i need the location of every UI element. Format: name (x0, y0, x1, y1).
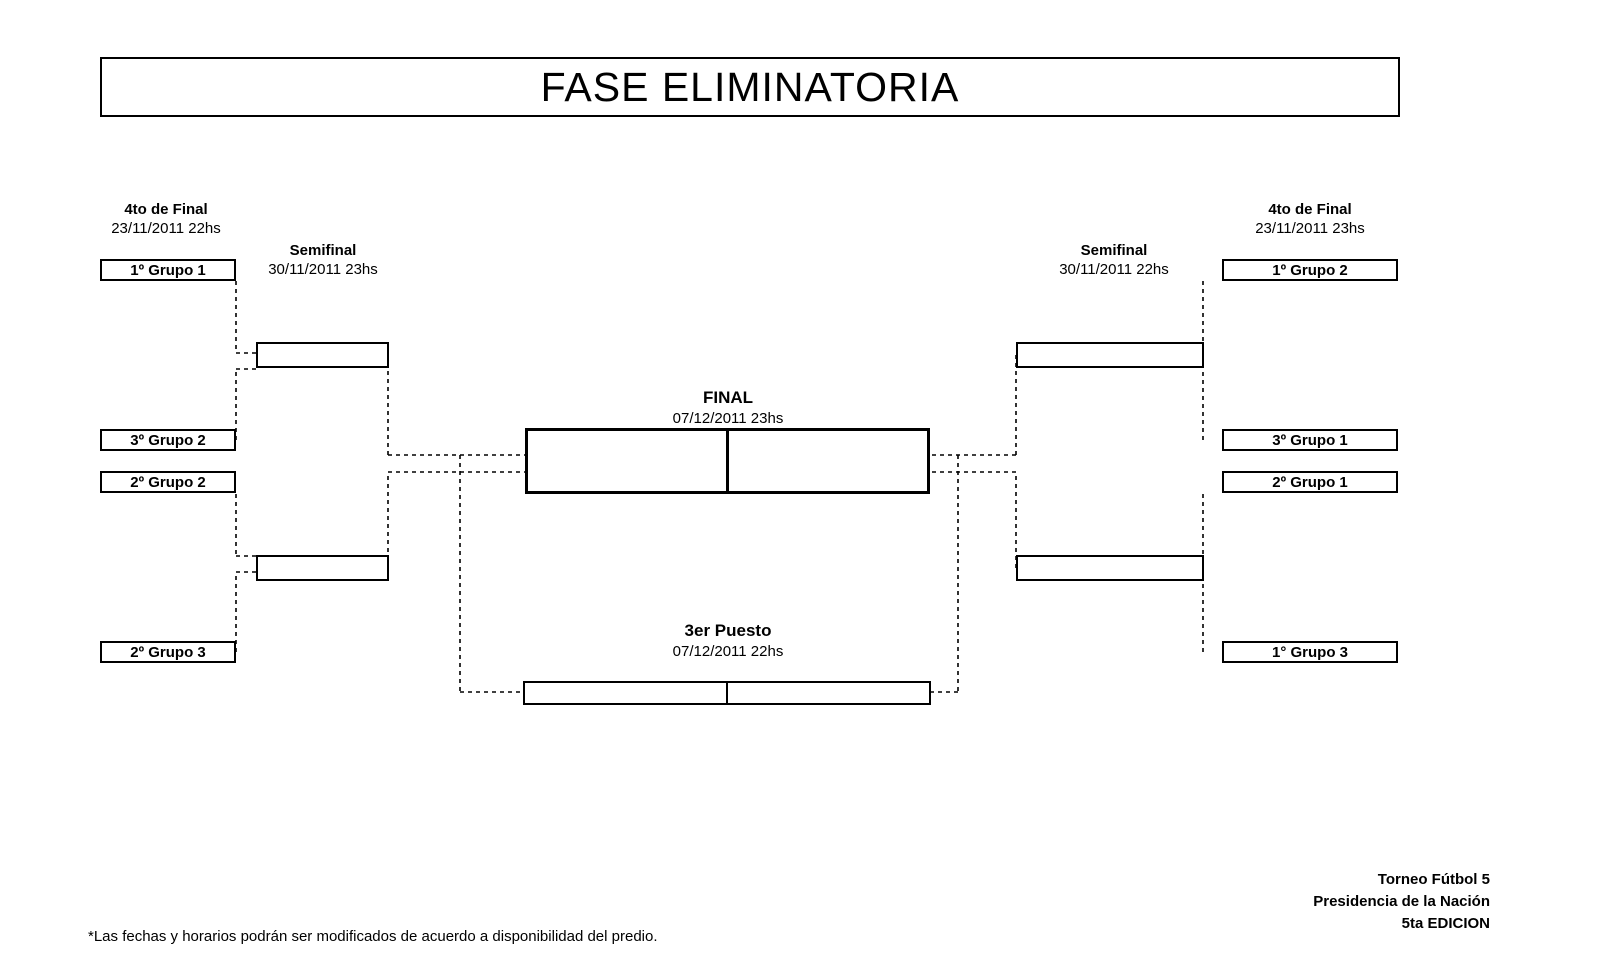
disclaimer-text: *Las fechas y horarios podrán ser modifi… (88, 928, 658, 945)
round-date: 30/11/2011 23hs (268, 261, 378, 279)
third-place-slot-left[interactable] (525, 683, 728, 703)
slot-left-seed-2[interactable]: 3º Grupo 2 (100, 429, 236, 451)
round-name: Semifinal (1080, 242, 1148, 259)
round-name: Semifinal (289, 242, 357, 259)
slot-right-seed-4[interactable]: 1° Grupo 3 (1222, 641, 1398, 663)
round-name: 4to de Final (124, 201, 208, 218)
round-heading-right-semi: Semifinal 30/11/2011 22hs (1026, 241, 1202, 279)
slot-label: 1° Grupo 3 (1271, 643, 1348, 661)
page-title-banner: FASE ELIMINATORIA (100, 57, 1400, 117)
round-heading-left-quarter: 4to de Final 23/11/2011 22hs (78, 200, 254, 238)
slot-left-seed-4[interactable]: 2º Grupo 3 (100, 641, 236, 663)
credits-block: Torneo Fútbol 5 Presidencia de la Nación… (1313, 869, 1490, 934)
credits-line-1: Torneo Fútbol 5 (1377, 871, 1490, 888)
round-name: 3er Puesto (684, 621, 772, 640)
round-date: 07/12/2011 22hs (672, 642, 784, 660)
slot-right-seed-3[interactable]: 2º Grupo 1 (1222, 471, 1398, 493)
final-match-box[interactable] (525, 428, 930, 494)
slot-label: 3º Grupo 1 (1272, 431, 1348, 449)
round-heading-left-semi: Semifinal 30/11/2011 23hs (235, 241, 411, 279)
round-name: 4to de Final (1268, 201, 1352, 218)
final-slot-left[interactable] (528, 431, 729, 491)
page-title: FASE ELIMINATORIA (540, 63, 960, 110)
round-heading-right-quarter: 4to de Final 23/11/2011 23hs (1222, 200, 1398, 238)
slot-right-seed-1[interactable]: 1º Grupo 2 (1222, 259, 1398, 281)
credits-line-2: Presidencia de la Nación (1313, 892, 1490, 910)
slot-right-semifinal-1[interactable] (1016, 342, 1204, 368)
round-heading-final: FINAL 07/12/2011 23hs (640, 387, 816, 428)
round-name: FINAL (702, 388, 754, 407)
slot-label: 2º Grupo 3 (130, 643, 206, 661)
slot-left-semifinal-2[interactable] (256, 555, 389, 581)
slot-label: 2º Grupo 1 (1272, 473, 1348, 491)
slot-right-seed-2[interactable]: 3º Grupo 1 (1222, 429, 1398, 451)
round-date: 23/11/2011 22hs (111, 220, 221, 238)
slot-label: 2º Grupo 2 (130, 473, 206, 491)
slot-label: 3º Grupo 2 (130, 431, 206, 449)
round-date: 23/11/2011 23hs (1255, 220, 1365, 238)
round-heading-third-place: 3er Puesto 07/12/2011 22hs (640, 620, 816, 661)
slot-left-seed-3[interactable]: 2º Grupo 2 (100, 471, 236, 493)
third-place-slot-right[interactable] (728, 683, 929, 703)
slot-label: 1º Grupo 1 (130, 261, 206, 279)
third-place-match-box[interactable] (523, 681, 931, 705)
slot-left-semifinal-1[interactable] (256, 342, 389, 368)
slot-left-seed-1[interactable]: 1º Grupo 1 (100, 259, 236, 281)
round-date: 07/12/2011 23hs (672, 409, 784, 427)
credits-line-3: 5ta EDICION (1401, 914, 1490, 932)
slot-right-semifinal-2[interactable] (1016, 555, 1204, 581)
slot-label: 1º Grupo 2 (1272, 261, 1348, 279)
final-slot-right[interactable] (729, 431, 927, 491)
round-date: 30/11/2011 22hs (1059, 261, 1169, 279)
